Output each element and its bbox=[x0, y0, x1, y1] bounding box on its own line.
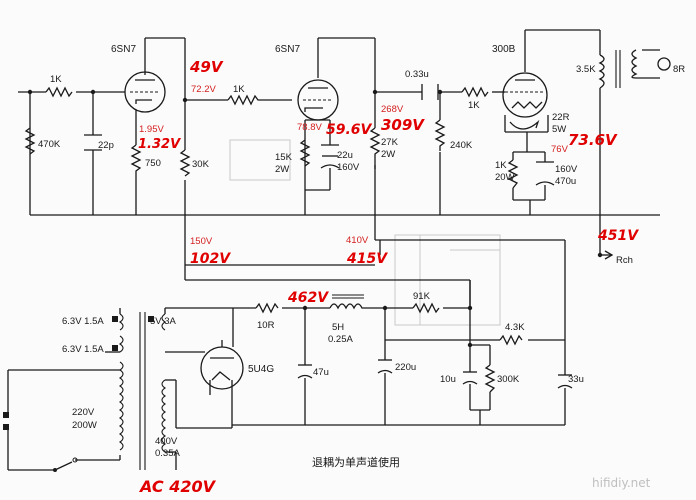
resistor-1k-cath bbox=[507, 159, 519, 189]
svg-text:22u: 22u bbox=[337, 150, 353, 161]
bplus-wiring bbox=[184, 239, 566, 345]
measured-voltages: 72.2V 1.95V 78.8V 268V 76V 150V 410V bbox=[139, 84, 569, 247]
svg-text:1K: 1K bbox=[233, 84, 245, 95]
signal-wiring bbox=[18, 29, 660, 265]
svg-text:150V: 150V bbox=[190, 236, 213, 247]
resistor-27k bbox=[369, 127, 381, 169]
svg-text:27K: 27K bbox=[381, 137, 399, 148]
handwritten-readings: 49V 1.32V 59.6V 309V 73.6V 102V 415V 451… bbox=[138, 58, 639, 496]
svg-text:1K: 1K bbox=[50, 74, 62, 85]
watermark: hifidiy.net bbox=[592, 476, 651, 490]
svg-text:73.6V: 73.6V bbox=[568, 131, 618, 149]
svg-text:AC 420V: AC 420V bbox=[138, 477, 217, 496]
svg-text:268V: 268V bbox=[381, 104, 404, 115]
resistor-470k bbox=[24, 127, 36, 155]
svg-text:76V: 76V bbox=[551, 144, 569, 155]
resistor-30k bbox=[179, 149, 191, 177]
choke-5h bbox=[329, 303, 365, 310]
power-wiring bbox=[175, 280, 566, 429]
output-transformer-primary bbox=[598, 54, 605, 89]
svg-text:22p: 22p bbox=[98, 140, 114, 151]
svg-text:30K: 30K bbox=[192, 159, 210, 170]
rch-label: Rch bbox=[616, 255, 633, 266]
svg-text:33u: 33u bbox=[568, 374, 584, 385]
svg-text:220V: 220V bbox=[72, 407, 95, 418]
svg-text:5V 3A: 5V 3A bbox=[150, 316, 177, 327]
tube-300b bbox=[502, 72, 548, 118]
label-6sn7-1: 6SN7 bbox=[111, 44, 136, 55]
svg-text:91K: 91K bbox=[413, 291, 431, 302]
svg-text:20W: 20W bbox=[495, 172, 515, 183]
label-300b: 300B bbox=[492, 44, 516, 55]
resistor-4-3k bbox=[499, 334, 523, 346]
label-6sn7-2: 6SN7 bbox=[275, 44, 300, 55]
svg-text:415V: 415V bbox=[346, 251, 388, 267]
svg-text:3.5K: 3.5K bbox=[576, 64, 596, 75]
svg-text:470u: 470u bbox=[555, 176, 576, 187]
svg-text:0.35A: 0.35A bbox=[155, 448, 180, 459]
svg-text:1K: 1K bbox=[495, 160, 507, 171]
svg-text:160V: 160V bbox=[337, 162, 360, 173]
resistor-750 bbox=[130, 144, 142, 180]
svg-text:451V: 451V bbox=[597, 228, 639, 244]
svg-text:309V: 309V bbox=[381, 116, 425, 134]
svg-text:2W: 2W bbox=[275, 164, 289, 175]
output-transformer-secondary bbox=[631, 49, 642, 79]
power-transformer bbox=[3, 307, 233, 472]
decoupling-note: 退耦为单声道使用 bbox=[312, 455, 400, 469]
svg-text:0.33u: 0.33u bbox=[405, 69, 429, 80]
tube-5u4g bbox=[200, 340, 244, 390]
svg-text:240K: 240K bbox=[450, 140, 473, 151]
svg-text:1.95V: 1.95V bbox=[139, 124, 164, 135]
resistors bbox=[24, 49, 671, 393]
svg-text:410V: 410V bbox=[346, 235, 369, 246]
svg-text:470K: 470K bbox=[38, 139, 61, 150]
svg-text:47u: 47u bbox=[313, 367, 329, 378]
svg-text:5H: 5H bbox=[332, 322, 344, 333]
resistor-1k-input bbox=[45, 86, 73, 98]
tube-6sn7-1 bbox=[124, 71, 166, 113]
svg-text:5W: 5W bbox=[552, 124, 566, 135]
svg-text:220u: 220u bbox=[395, 362, 416, 373]
speaker-icon bbox=[657, 57, 671, 71]
resistor-15k bbox=[299, 139, 311, 167]
capacitors bbox=[84, 84, 573, 389]
svg-text:78.8V: 78.8V bbox=[297, 122, 322, 133]
svg-text:160V: 160V bbox=[555, 164, 578, 175]
svg-text:72.2V: 72.2V bbox=[191, 84, 216, 95]
resistor-22r bbox=[509, 119, 540, 130]
svg-text:1.32V: 1.32V bbox=[138, 137, 181, 152]
background-bleed bbox=[229, 139, 501, 326]
svg-text:400V: 400V bbox=[155, 436, 178, 447]
svg-text:300K: 300K bbox=[497, 374, 520, 385]
svg-text:102V: 102V bbox=[190, 251, 231, 267]
svg-text:59.6V: 59.6V bbox=[326, 122, 373, 138]
svg-text:15K: 15K bbox=[275, 152, 293, 163]
svg-text:10R: 10R bbox=[257, 320, 275, 331]
tube-6sn7-2 bbox=[297, 79, 339, 121]
svg-text:10u: 10u bbox=[440, 374, 456, 385]
svg-text:8R: 8R bbox=[673, 64, 685, 75]
svg-text:1K: 1K bbox=[468, 100, 480, 111]
label-5u4g: 5U4G bbox=[248, 364, 274, 375]
resistor-300k bbox=[484, 364, 496, 393]
svg-text:750: 750 bbox=[145, 158, 161, 169]
svg-text:0.25A: 0.25A bbox=[328, 334, 353, 345]
resistor-1k-mid bbox=[227, 94, 262, 106]
svg-text:4.3K: 4.3K bbox=[505, 322, 525, 333]
svg-text:6.3V 1.5A: 6.3V 1.5A bbox=[62, 344, 104, 355]
resistor-91k bbox=[412, 302, 440, 314]
svg-text:462V: 462V bbox=[287, 290, 329, 306]
svg-text:6.3V 1.5A: 6.3V 1.5A bbox=[62, 316, 104, 327]
component-labels: 6SN7 6SN7 300B 5U4G 1K 470K 22p 750 30K … bbox=[38, 44, 685, 459]
svg-text:2W: 2W bbox=[381, 149, 395, 160]
svg-text:22R: 22R bbox=[552, 112, 570, 123]
resistor-10r bbox=[255, 302, 279, 314]
svg-text:49V: 49V bbox=[189, 58, 224, 76]
resistor-1k-grid bbox=[461, 86, 489, 98]
svg-text:200W: 200W bbox=[72, 420, 97, 431]
resistor-240k bbox=[434, 119, 446, 151]
